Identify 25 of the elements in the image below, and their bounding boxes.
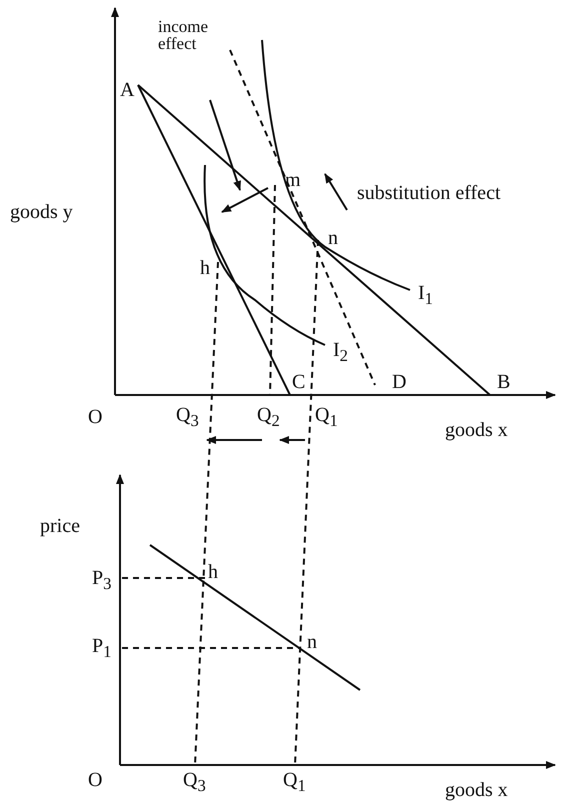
tick-label: Q$_{3}$ <box>176 405 199 430</box>
point-label: O <box>88 770 102 790</box>
point-label: n <box>328 228 338 248</box>
axis-label: goods x <box>445 780 508 800</box>
point-label: h <box>200 258 210 278</box>
axis-label: price <box>40 516 80 536</box>
point-label: A <box>120 80 134 100</box>
point-label: O <box>88 407 102 427</box>
tick-label: Q$_{1}$ <box>315 405 338 430</box>
point-label: C <box>292 372 306 392</box>
point-label: h <box>208 562 218 582</box>
annotation-text: substitution effect <box>357 183 500 203</box>
tick-label: Q$_{2}$ <box>257 405 280 430</box>
annotation-text: income effect <box>158 18 210 52</box>
curve-label: I$_{2}$ <box>333 340 348 365</box>
tick-label: Q$_{1}$ <box>283 770 306 795</box>
curve-label: I$_{1}$ <box>418 283 433 308</box>
point-label: D <box>392 372 406 392</box>
axis-label: goods x <box>445 420 508 440</box>
tick-label: P$_{3}$ <box>92 568 112 593</box>
point-label: B <box>497 372 510 392</box>
axis-label: goods y <box>10 202 73 222</box>
tick-label: Q$_{3}$ <box>183 770 206 795</box>
point-label: n <box>307 632 317 652</box>
tick-label: P$_{1}$ <box>92 636 112 661</box>
